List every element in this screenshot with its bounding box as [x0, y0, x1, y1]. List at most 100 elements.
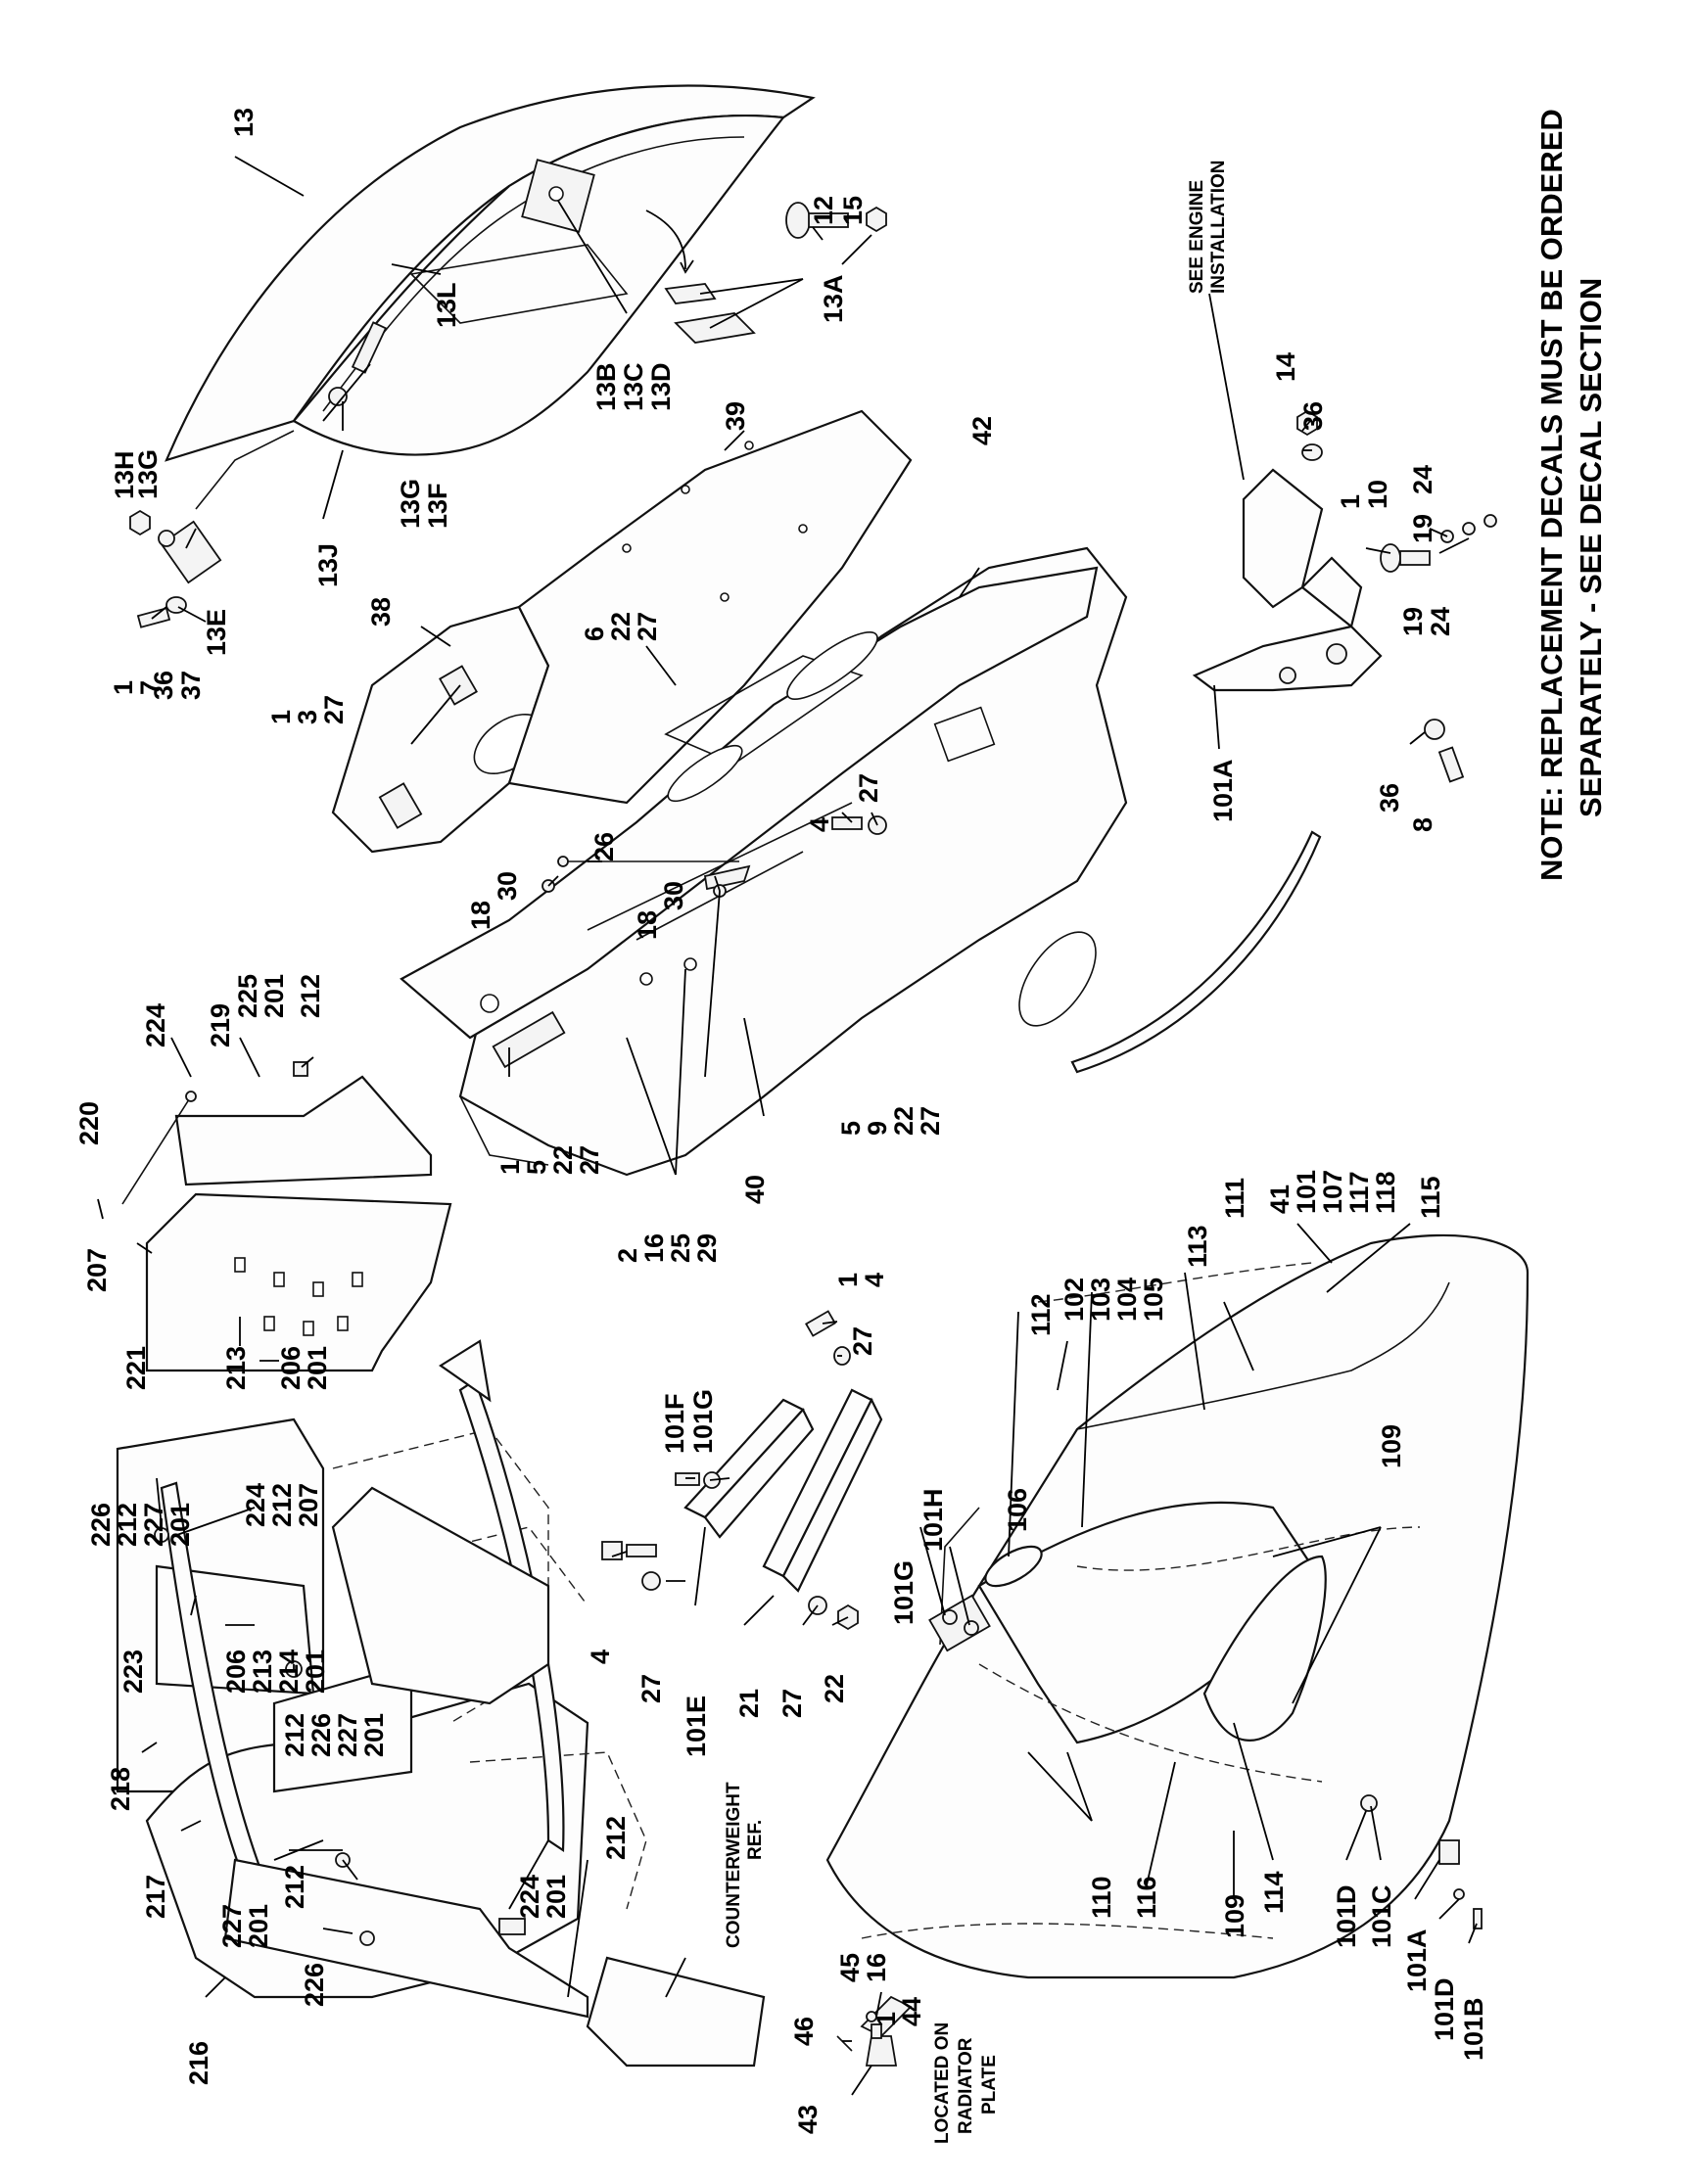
- svg-text:212: 212: [280, 1713, 309, 1757]
- callout-43: 43: [793, 2105, 823, 2134]
- callout-22-d: 22: [820, 1674, 849, 1703]
- callout-38: 38: [366, 597, 396, 627]
- callout-115: 115: [1416, 1176, 1445, 1219]
- grille-strip: [1070, 830, 1322, 1074]
- callout-16-b: 16: [862, 1953, 891, 1982]
- callout-206-a: 206: [276, 1346, 306, 1390]
- counterweight-ref-line1: COUNTERWEIGHT: [724, 1782, 744, 1948]
- svg-text:LOCATED ON: LOCATED ON: [932, 2022, 953, 2144]
- svg-text:27: 27: [633, 612, 662, 641]
- callout-29: 29: [692, 1233, 722, 1263]
- svg-text:36: 36: [1375, 783, 1404, 813]
- callout-9: 9: [863, 1121, 892, 1136]
- callout-114: 114: [1259, 1871, 1289, 1914]
- svg-text:1: 1: [266, 710, 296, 724]
- see-engine-line1: SEE ENGINE: [1187, 180, 1207, 294]
- callout-201-e: 201: [359, 1713, 389, 1757]
- svg-text:118: 118: [1371, 1171, 1400, 1214]
- svg-text:227: 227: [217, 1904, 247, 1948]
- callout-1-f: 1: [871, 2012, 901, 2026]
- callout-13H: 13H: [110, 450, 139, 499]
- svg-text:16: 16: [639, 1233, 669, 1263]
- callout-37: 37: [176, 671, 206, 700]
- callout-25: 25: [666, 1233, 695, 1263]
- svg-text:8: 8: [1408, 817, 1437, 832]
- svg-text:36: 36: [149, 671, 178, 700]
- callout-5-b: 5: [836, 1121, 866, 1136]
- callout-201-a: 201: [259, 974, 289, 1018]
- svg-text:104: 104: [1112, 1278, 1142, 1322]
- callout-103: 103: [1086, 1278, 1115, 1322]
- callout-225: 225: [233, 974, 262, 1018]
- callout-13E: 13E: [202, 609, 231, 656]
- svg-text:9: 9: [863, 1121, 892, 1136]
- svg-text:220: 220: [74, 1101, 104, 1145]
- callout-1-a: 1: [109, 680, 138, 695]
- svg-text:206: 206: [276, 1346, 306, 1390]
- svg-text:10: 10: [1363, 480, 1392, 509]
- svg-text:19: 19: [1408, 514, 1437, 543]
- side-panels-219-221: [121, 1061, 452, 1372]
- svg-text:105: 105: [1139, 1278, 1168, 1322]
- svg-text:21: 21: [734, 1689, 764, 1718]
- callout-5-a: 5: [522, 1160, 551, 1175]
- callout-27-c: 27: [854, 773, 883, 803]
- callout-101: 101: [1292, 1170, 1321, 1214]
- callout-13B: 13B: [591, 362, 621, 411]
- svg-text:13G: 13G: [133, 449, 163, 499]
- svg-text:13F: 13F: [423, 483, 452, 529]
- callout-227-a: 227: [139, 1503, 168, 1547]
- callout-212-f: 212: [601, 1816, 631, 1860]
- callout-40: 40: [740, 1175, 770, 1204]
- svg-text:113: 113: [1183, 1225, 1212, 1268]
- callout-13C: 13C: [619, 362, 648, 411]
- callout-101G-b: 101G: [889, 1560, 918, 1625]
- callout-105: 105: [1139, 1278, 1168, 1322]
- svg-text:101A: 101A: [1208, 759, 1238, 822]
- callout-206-b: 206: [221, 1650, 251, 1694]
- svg-text:224: 224: [141, 1003, 170, 1047]
- callout-27-a: 27: [319, 695, 349, 724]
- svg-text:RADIATOR: RADIATOR: [956, 2037, 976, 2134]
- callout-14: 14: [1271, 352, 1300, 382]
- callout-117: 117: [1344, 1171, 1374, 1214]
- callout-22-b: 22: [548, 1145, 578, 1175]
- svg-text:22: 22: [889, 1106, 918, 1136]
- svg-text:5: 5: [836, 1121, 866, 1136]
- svg-text:13J: 13J: [313, 543, 343, 587]
- svg-text:14: 14: [1271, 352, 1300, 382]
- svg-text:216: 216: [184, 2041, 213, 2085]
- callout-13J: 13J: [313, 543, 343, 587]
- callout-22-a: 22: [606, 612, 636, 641]
- svg-text:6: 6: [580, 627, 609, 641]
- svg-text:101B: 101B: [1459, 1997, 1488, 2061]
- svg-text:201: 201: [301, 1650, 330, 1694]
- svg-text:13B: 13B: [591, 362, 621, 411]
- svg-text:107: 107: [1318, 1170, 1347, 1214]
- callout-7: 7: [135, 680, 165, 695]
- svg-text:27: 27: [848, 1326, 877, 1356]
- callout-226-c: 226: [300, 1963, 329, 2007]
- callout-207-b: 207: [294, 1483, 323, 1527]
- svg-text:116: 116: [1132, 1876, 1161, 1919]
- svg-text:109: 109: [1377, 1424, 1406, 1468]
- callout-15: 15: [838, 196, 868, 225]
- svg-text:101C: 101C: [1367, 1884, 1396, 1948]
- svg-text:13L: 13L: [432, 282, 461, 328]
- callout-201-f: 201: [244, 1904, 273, 1948]
- svg-text:13G: 13G: [396, 479, 425, 529]
- callout-13: 13: [229, 108, 259, 137]
- svg-text:207: 207: [294, 1483, 323, 1527]
- radiator-line2: RADIATOR: [956, 2037, 976, 2134]
- callout-19-b: 19: [1398, 607, 1428, 636]
- svg-text:101D: 101D: [1430, 1977, 1459, 2041]
- svg-text:201: 201: [359, 1713, 389, 1757]
- svg-text:227: 227: [333, 1713, 362, 1757]
- callout-218: 218: [106, 1767, 135, 1811]
- callout-21: 21: [734, 1689, 764, 1718]
- callout-224-b: 224: [241, 1483, 270, 1527]
- callout-24-b: 24: [1426, 607, 1455, 636]
- svg-text:2: 2: [613, 1248, 642, 1263]
- callout-101D-a: 101D: [1332, 1884, 1361, 1948]
- callout-27-d: 27: [575, 1145, 604, 1175]
